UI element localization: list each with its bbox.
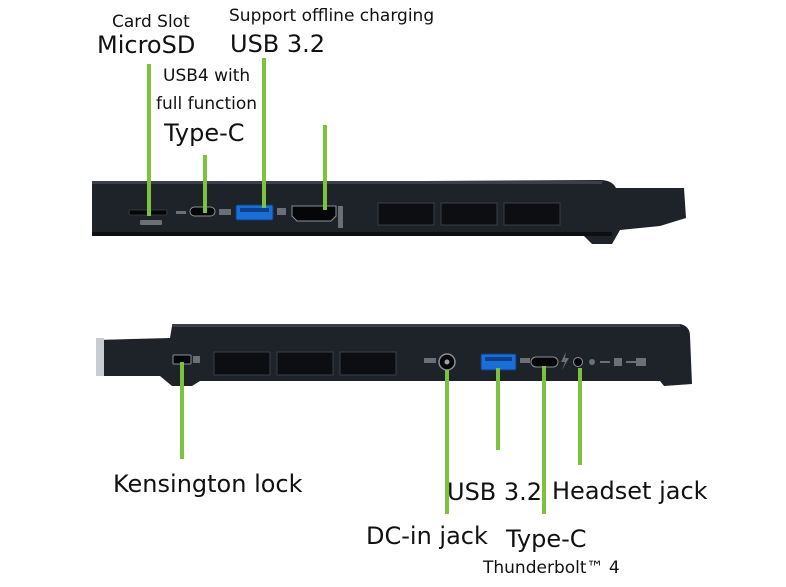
battery-icon (636, 358, 646, 366)
top-type-c-port (189, 206, 216, 217)
bottom-vent-3 (339, 351, 397, 376)
kensington-label: Kensington lock (113, 470, 303, 498)
top-usb4-icon (219, 209, 231, 215)
laptop-top-view (92, 180, 686, 244)
top-type-c-label: Type-C (164, 119, 245, 147)
bottom-front-lip (96, 338, 104, 376)
top-vent-3 (503, 202, 561, 226)
leader-microsd (147, 64, 151, 216)
bottom-vent-2 (276, 351, 334, 376)
top-type-c-caption-2: full function (156, 94, 258, 114)
microsd-caption: Card Slot (112, 12, 190, 32)
headset-label: Headset jack (552, 477, 708, 505)
leader-bottom-type-c (542, 366, 546, 514)
leader-dc-in (445, 370, 449, 514)
top-vent-2 (440, 202, 498, 226)
thunderbolt-icon (561, 352, 569, 370)
bottom-chassis-highlight (172, 324, 680, 327)
top-vent-1 (377, 202, 435, 226)
status-indicator-2 (614, 358, 622, 366)
bottom-usb-icon (520, 358, 530, 363)
top-chassis-highlight (92, 181, 602, 184)
hdmi-port (291, 205, 337, 222)
lock-icon (193, 356, 200, 363)
top-usb-a-port (235, 204, 274, 221)
bottom-usb-label: USB 3.2 (447, 478, 543, 506)
leader-kensington (180, 362, 184, 459)
leader-headset (578, 368, 582, 465)
bottom-vent-1 (213, 351, 271, 376)
hdmi-icon (338, 206, 343, 228)
laptop-bottom-view (96, 324, 692, 386)
top-usb-caption: Support offline charging (229, 6, 435, 26)
bottom-type-c-label: Type-C (506, 525, 587, 553)
headset-port (573, 357, 583, 367)
leader-bottom-usb (496, 368, 500, 450)
microsd-icon (140, 220, 162, 225)
leader-top-type-c (203, 155, 207, 213)
top-type-c-icon (176, 211, 186, 214)
dc-in-label: DC-in jack (366, 522, 488, 550)
bottom-usb-a-tongue (485, 357, 512, 361)
top-usb-a-tongue (240, 208, 269, 212)
leader-hdmi (323, 125, 327, 210)
microsd-label: MicroSD (97, 31, 196, 59)
top-usb-label: USB 3.2 (230, 30, 326, 58)
leader-top-usb (262, 58, 266, 208)
headset-icon (589, 359, 595, 365)
top-edge-shadow (92, 232, 612, 236)
status-indicator-3 (626, 361, 636, 363)
top-usb-charge-icon (277, 208, 286, 215)
top-type-c-caption-1: USB4 with (163, 66, 251, 86)
status-indicator-1 (600, 361, 610, 363)
dc-in-icon (424, 358, 436, 363)
thunderbolt-caption: Thunderbolt™ 4 (483, 558, 620, 578)
dc-in-pin (444, 359, 450, 365)
